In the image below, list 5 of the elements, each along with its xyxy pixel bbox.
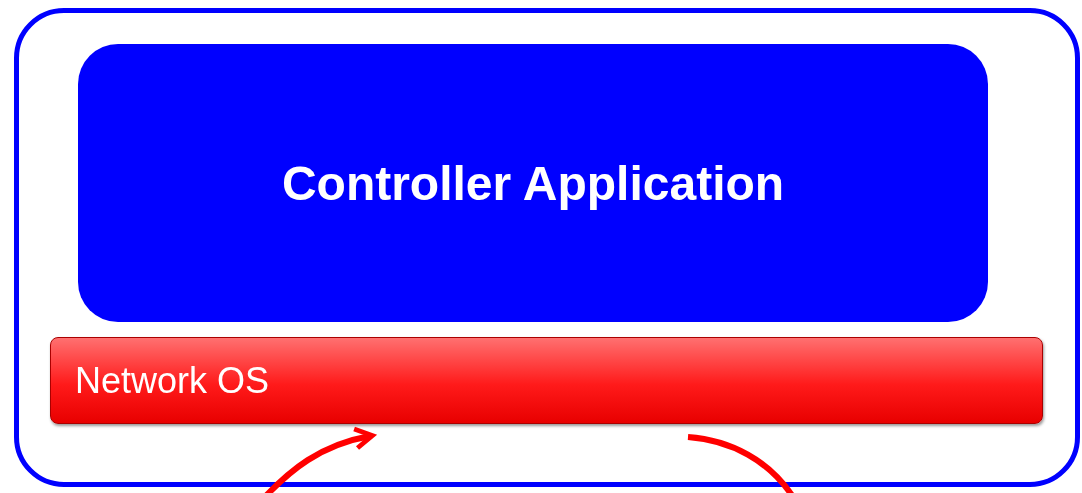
title-text: Controller Application: [281, 155, 785, 211]
application-box: [78, 44, 988, 322]
os-bar: [50, 337, 1043, 424]
layer-label: Network OS: [75, 359, 270, 402]
container-box: [14, 8, 1080, 487]
